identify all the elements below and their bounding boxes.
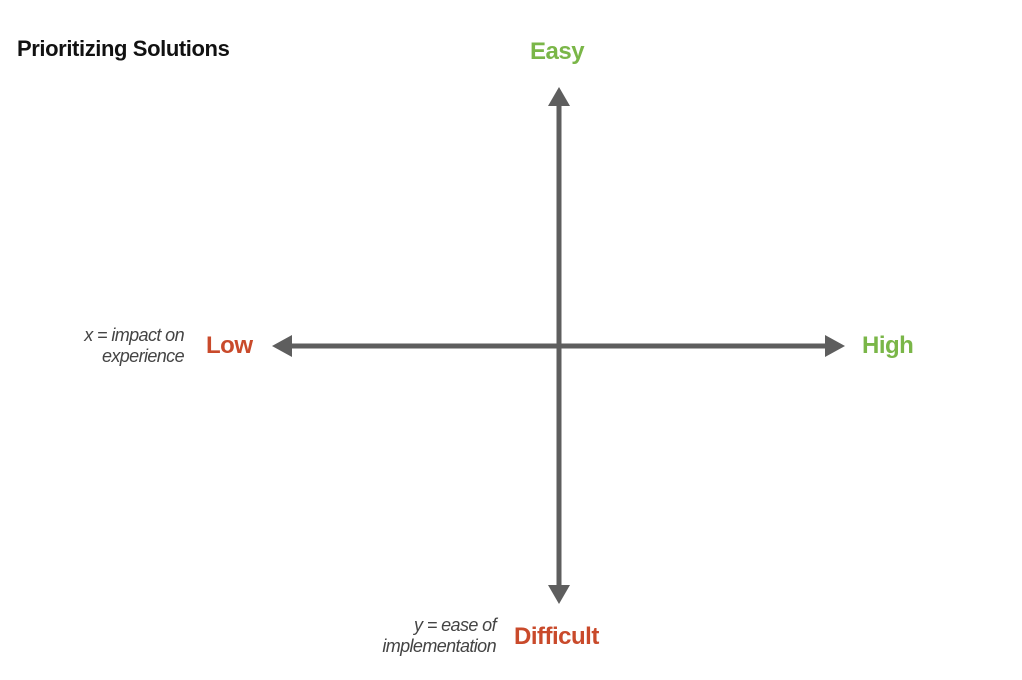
x-axis-definition: x = impact on experience [84, 325, 184, 367]
page-title: Prioritizing Solutions [17, 36, 230, 61]
x-axis-high-label: High [862, 332, 914, 359]
x-axis-definition-line1: x = impact on [84, 325, 184, 345]
y-axis-down-arrowhead [548, 585, 570, 604]
y-axis-definition-line2: implementation [382, 636, 496, 656]
y-axis-high-label: Easy [530, 38, 585, 65]
y-axis-definition: y = ease of implementation [382, 615, 496, 657]
y-axis-up-arrowhead [548, 87, 570, 106]
x-axis-left-arrowhead [272, 335, 292, 357]
y-axis-definition-line1: y = ease of [414, 615, 497, 635]
x-axis-right-arrowhead [825, 335, 845, 357]
x-axis-definition-line2: experience [101, 346, 185, 366]
y-axis-low-label: Difficult [514, 623, 599, 650]
x-axis-low-label: Low [206, 332, 253, 359]
